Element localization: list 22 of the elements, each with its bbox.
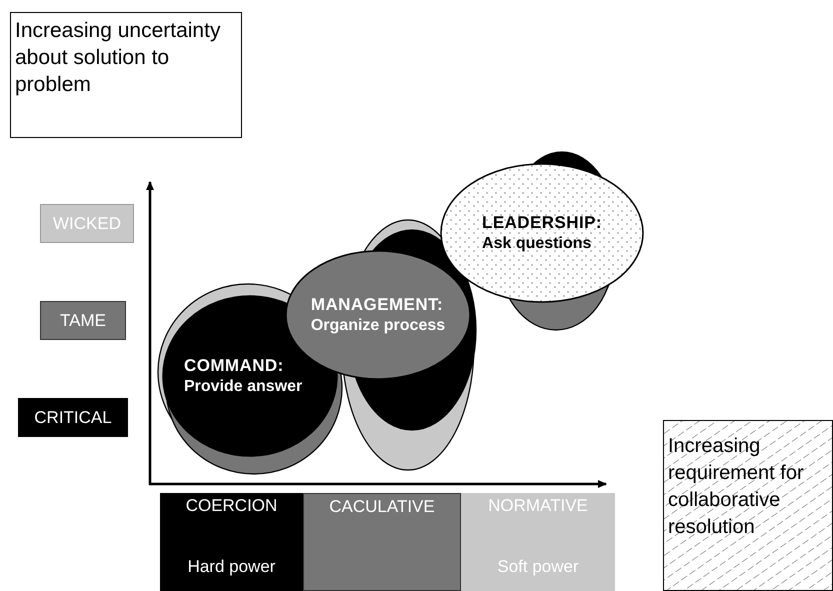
role-heading: MANAGEMENT: — [310, 294, 444, 315]
category-box — [40, 204, 134, 243]
leadership-ellipse — [440, 163, 644, 303]
power-band — [160, 493, 303, 591]
management-ellipse — [285, 250, 471, 380]
role-heading: LEADERSHIP: — [482, 212, 602, 233]
power-band — [303, 493, 461, 591]
band-sublabel: Hard power — [188, 556, 276, 578]
role-description: Provide answer — [184, 377, 302, 397]
note-text: Increasing uncertainty about solution to problem — [15, 19, 220, 96]
role-description: Organize process — [310, 316, 446, 336]
note-box — [10, 12, 242, 138]
band-label: CACULATIVE — [329, 496, 435, 518]
category-box — [18, 398, 128, 437]
category-box — [40, 301, 126, 340]
power-band — [461, 493, 615, 591]
category-label: CRITICAL — [34, 406, 112, 429]
band-label: COERCION — [186, 495, 278, 517]
hatched-box — [663, 420, 833, 591]
role-description: Ask questions — [482, 234, 592, 254]
role-heading: COMMAND: — [184, 355, 284, 376]
category-label: TAME — [60, 310, 106, 332]
